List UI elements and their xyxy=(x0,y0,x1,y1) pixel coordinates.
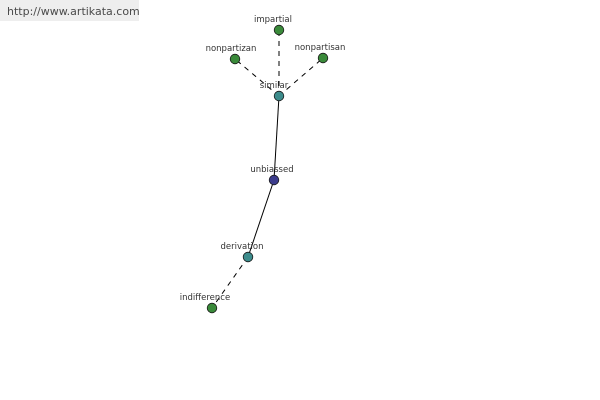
node-label-derivation: derivation xyxy=(220,242,263,252)
node-dot-impartial[interactable] xyxy=(273,24,285,36)
node-dot-nonpartizan[interactable] xyxy=(229,53,241,65)
edge-unbiassed-similar xyxy=(273,95,280,181)
watermark-url: http://www.artikata.com xyxy=(0,0,140,21)
node-label-indifference: indifference xyxy=(180,293,230,303)
node-unbiassed[interactable]: unbiassed xyxy=(250,165,294,186)
node-dot-nonpartisan[interactable] xyxy=(317,52,329,64)
node-label-impartial: impartial xyxy=(254,15,292,25)
edge-derivation-indifference xyxy=(211,256,249,309)
node-derivation[interactable]: derivation xyxy=(220,242,264,263)
node-dot-indifference[interactable] xyxy=(206,302,218,314)
node-label-similar: similar xyxy=(260,81,289,91)
node-label-nonpartisan: nonpartisan xyxy=(295,43,346,53)
node-label-unbiassed: unbiassed xyxy=(250,165,293,175)
node-dot-unbiassed[interactable] xyxy=(268,174,280,186)
node-nonpartisan[interactable]: nonpartisan xyxy=(295,43,346,64)
edge-unbiassed-derivation xyxy=(247,179,275,258)
graph-nodes: impartial nonpartizan nonpartisan similar un… xyxy=(180,15,346,314)
node-dot-derivation[interactable] xyxy=(242,251,254,263)
graph-edges xyxy=(211,30,324,309)
node-nonpartizan[interactable]: nonpartizan xyxy=(206,44,257,65)
node-dot-similar[interactable] xyxy=(273,90,285,102)
node-similar[interactable]: similar xyxy=(260,81,289,102)
node-label-nonpartizan: nonpartizan xyxy=(206,44,257,54)
node-indifference[interactable]: indifference xyxy=(180,293,230,314)
node-impartial[interactable]: impartial xyxy=(254,15,292,36)
